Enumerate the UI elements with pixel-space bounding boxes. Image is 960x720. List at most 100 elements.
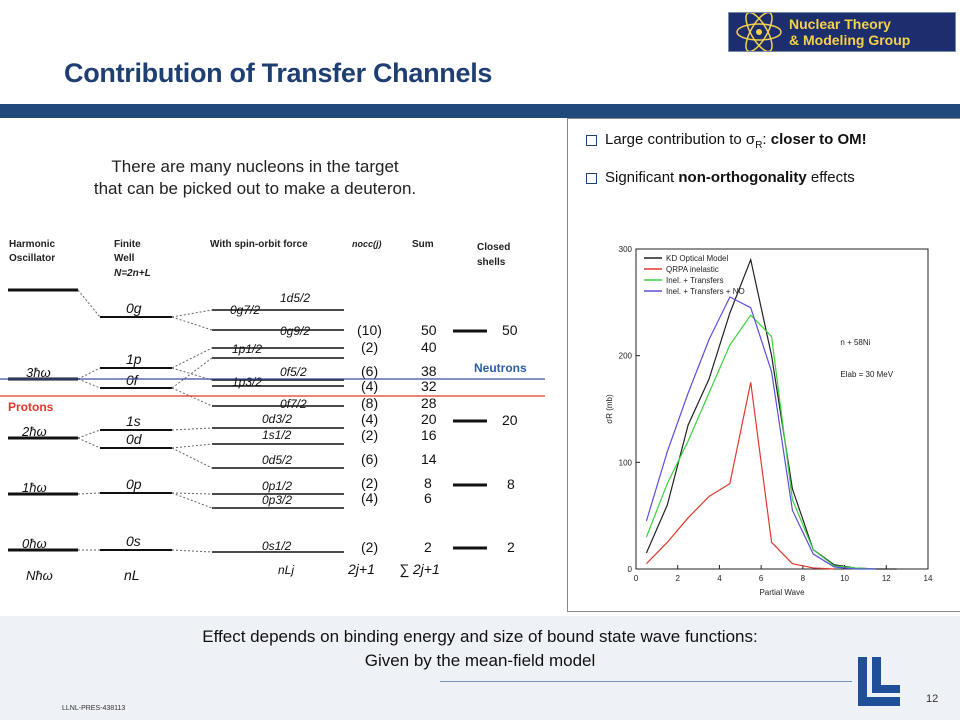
title-banner	[0, 104, 960, 118]
bullet-1-mid: :	[762, 131, 771, 148]
sum-1: 40	[421, 339, 437, 355]
fw-level-1p: 1p	[126, 351, 142, 367]
chart-annotation: Elab = 30 MeV	[840, 370, 893, 379]
bullet-2-bold: non-orthogonality	[678, 169, 807, 186]
footer-text: Effect depends on binding energy and siz…	[60, 625, 900, 673]
x-tick-label: 8	[801, 574, 806, 583]
occ-3: (4)	[361, 378, 378, 394]
bullet-2: Significant non-orthogonality effects	[586, 169, 855, 186]
logo-line2: & Modeling Group	[789, 32, 911, 48]
header-ho2: Oscillator	[9, 253, 55, 264]
header-so: With spin-orbit force	[210, 239, 308, 250]
bullet-2-pre: Significant	[605, 169, 679, 186]
x-tick-label: 6	[759, 574, 764, 583]
so-level-0d52: 0d5/2	[262, 453, 292, 467]
fw-level-0s: 0s	[126, 533, 141, 549]
nuclear-theory-logo: Nuclear Theory & Modeling Group	[728, 12, 956, 52]
plot-frame	[635, 248, 929, 570]
footer-divider	[440, 681, 852, 682]
sum-2: 38	[421, 363, 437, 379]
ho-level-3: 3ħω	[26, 365, 51, 380]
so-level-0f72: 0f7/2	[280, 397, 307, 411]
intro-text: There are many nucleons in the target th…	[40, 156, 470, 200]
series-line-3	[645, 296, 876, 570]
sum-10: 2	[424, 539, 432, 555]
sum-8: 8	[424, 475, 432, 491]
so-level-1s12: 1s1/2	[262, 428, 292, 442]
x-tick-label: 12	[882, 574, 891, 583]
sum-11: ∑ 2j+1	[399, 561, 440, 578]
fw-level-0f: 0f	[126, 372, 140, 388]
legend-label: KD Optical Model	[666, 254, 728, 263]
so-level-1p32: 1p3/2	[232, 375, 262, 389]
llnl-logo-icon	[858, 657, 900, 706]
fw-level-0d: 0d	[126, 431, 143, 447]
occ-11: 2j+1	[347, 561, 375, 577]
so-level-0d32: 0d3/2	[262, 412, 292, 426]
y-axis-label: σR (mb)	[605, 394, 614, 424]
reference-number: LLNL-PRES-438113	[62, 705, 126, 712]
legend-label: Inel. + Transfers	[666, 276, 724, 285]
occ-4: (8)	[361, 395, 378, 411]
x-tick-label: 10	[840, 574, 849, 583]
so-level-0s12: 0s1/2	[262, 539, 292, 553]
x-tick-label: 4	[717, 574, 722, 583]
occ-9: (4)	[361, 490, 378, 506]
footer-line1: Effect depends on binding energy and siz…	[202, 627, 758, 646]
so-level-0g72: 0g7/2	[230, 303, 260, 317]
x-tick-label: 0	[634, 574, 639, 583]
x-tick-label: 2	[675, 574, 680, 583]
header-nocc: nocc(j)	[352, 239, 382, 249]
y-tick-label: 100	[619, 458, 633, 467]
ho-level-2: 2ħω	[21, 424, 47, 439]
slide-title: Contribution of Transfer Channels	[64, 58, 493, 88]
sum-5: 20	[421, 411, 437, 427]
occ-5: (4)	[361, 411, 378, 427]
footer-line2: Given by the mean-field model	[364, 651, 596, 670]
ho-level-1: 1ħω	[22, 480, 47, 495]
bullet-1-sub: R	[755, 140, 763, 151]
checkbox-bullet-icon	[586, 134, 597, 146]
shell-model-diagram: Harmonic Oscillator Finite Well N=2n+L W…	[0, 239, 545, 583]
occ-7: (6)	[361, 451, 378, 467]
header-closed: Closed	[477, 242, 510, 253]
so-level-0f52: 0f5/2	[280, 365, 307, 379]
legend-label: Inel. + Transfers + NO	[666, 287, 745, 296]
header-fw: Finite	[114, 239, 141, 250]
occ-10: (2)	[361, 539, 378, 555]
sum-0: 50	[421, 322, 437, 338]
neutrons-label: Neutrons	[474, 361, 527, 375]
y-tick-label: 200	[619, 352, 633, 361]
so-level-0p12: 0p1/2	[262, 479, 292, 493]
checkbox-bullet-icon	[586, 172, 597, 184]
y-tick-label: 300	[619, 245, 633, 254]
occ-8: (2)	[361, 475, 378, 491]
sum-6: 16	[421, 427, 437, 443]
sum-7: 14	[421, 451, 437, 467]
header-fw2: Well	[114, 253, 135, 264]
sum-9: 6	[424, 490, 432, 506]
page-number: 12	[926, 693, 939, 705]
sum-4: 28	[421, 395, 437, 411]
series-line-1	[645, 382, 835, 570]
x-axis-label: Partial Wave	[759, 588, 805, 597]
closed-2: 2	[507, 539, 515, 555]
results-panel: Large contribution to σR: closer to OM! …	[567, 118, 960, 612]
footer-band	[0, 616, 960, 720]
so-level-1p12: 1p1/2	[232, 342, 262, 356]
legend-label: QRPA inelastic	[666, 265, 719, 274]
fw-level-0p: 0p	[126, 476, 142, 492]
intro-line2: that can be picked out to make a deutero…	[93, 179, 417, 198]
closed-20: 20	[502, 412, 518, 428]
intro-line1: There are many nucleons in the target	[111, 157, 399, 176]
bullet-2-post: effects	[806, 169, 855, 186]
so-level-0g92: 0g9/2	[280, 324, 310, 338]
occ-6: (2)	[361, 427, 378, 443]
header-fw3: N=2n+L	[114, 268, 151, 279]
occ-1: (2)	[361, 339, 378, 355]
bullet-1: Large contribution to σR: closer to OM!	[586, 131, 867, 151]
ho-level-0: 0ħω	[22, 536, 47, 551]
logo-line1: Nuclear Theory	[789, 16, 891, 32]
bullet-1-pre: Large contribution to σ	[605, 131, 756, 148]
